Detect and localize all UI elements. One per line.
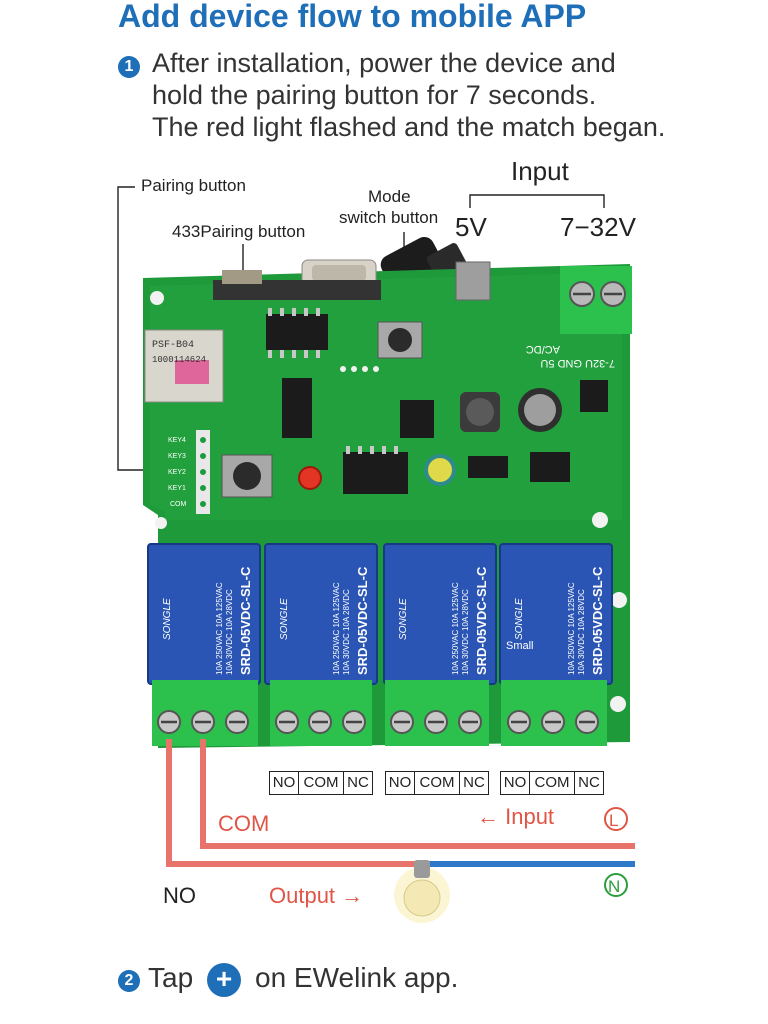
output-wire-label: Output → xyxy=(269,883,364,908)
mode-switch-button xyxy=(377,321,423,359)
pairing-433-label: 433Pairing button xyxy=(172,222,306,241)
relay-4-brand: SONGLE xyxy=(514,598,525,640)
relay-2-rating-1: 10A 250VAC 10A 125VAC xyxy=(332,582,341,675)
relay-3-rating-2: 10A 30VDC 10A 28VDC xyxy=(461,589,470,675)
terminal-3-nc: NC xyxy=(574,771,604,795)
com-silk: COM xyxy=(170,501,187,508)
terminal-1-no: NO xyxy=(269,771,299,795)
pairing-button xyxy=(221,454,273,498)
terminal-1-nc: NC xyxy=(343,771,373,795)
relay-1-model: SRD-05VDC-SL-C xyxy=(238,566,253,675)
key3-silk: KEY3 xyxy=(168,453,186,460)
step-2-text-after: on EWelink app. xyxy=(255,962,459,993)
power-silk-2: AC/DC xyxy=(526,343,560,355)
relay-3-model: SRD-05VDC-SL-C xyxy=(474,566,489,675)
mode-label-line-2: switch button xyxy=(339,208,439,227)
com-wire-label: COM xyxy=(218,811,270,836)
relay-2-rating-2: 10A 30VDC 10A 28VDC xyxy=(342,589,351,675)
terminal-3-com: COM xyxy=(529,771,575,795)
key4-silk: KEY4 xyxy=(168,437,186,444)
pairing-button-label: Pairing button xyxy=(141,176,246,195)
relay-3-brand: SONGLE xyxy=(398,598,409,640)
line-marker-label: L xyxy=(609,811,618,830)
small-label: Small xyxy=(506,640,534,652)
key2-silk: KEY2 xyxy=(168,469,186,476)
terminal-2-com: COM xyxy=(414,771,460,795)
input-5v-label: 5V xyxy=(455,212,487,242)
wiring xyxy=(166,739,635,867)
input-wire-label: ← Input xyxy=(477,804,555,829)
relay-3-rating-1: 10A 250VAC 10A 125VAC xyxy=(451,582,460,675)
mode-label-line-1: Mode xyxy=(368,187,411,206)
bulb-icon xyxy=(394,860,450,923)
step-2-badge: 2 xyxy=(118,970,140,992)
module-serial: 1000114624 xyxy=(152,355,206,365)
terminal-1-com: COM xyxy=(298,771,344,795)
add-device-plus-icon: + xyxy=(207,963,241,997)
step-1-line-3: The red light flashed and the match bega… xyxy=(152,112,666,142)
pin-header xyxy=(213,280,381,300)
relay-1-rating-1: 10A 250VAC 10A 125VAC xyxy=(215,582,224,675)
page-title: Add device flow to mobile APP xyxy=(118,0,587,34)
relay-4-model: SRD-05VDC-SL-C xyxy=(590,566,605,675)
relay-4-rating-1: 10A 250VAC 10A 125VAC xyxy=(567,582,576,675)
relays xyxy=(147,543,613,685)
com-wire xyxy=(200,739,635,849)
integrated-circuits xyxy=(266,314,608,494)
terminal-2-no: NO xyxy=(385,771,415,795)
relay-2-brand: SONGLE xyxy=(279,598,290,640)
relay-4-rating-2: 10A 30VDC 10A 28VDC xyxy=(577,589,586,675)
no-wire xyxy=(166,739,421,867)
step-1-line-1: After installation, power the device and xyxy=(152,48,616,78)
line-marker-icon xyxy=(604,807,628,831)
neutral-marker-icon xyxy=(604,873,628,897)
wifi-module xyxy=(144,329,224,403)
power-terminal-block xyxy=(560,266,632,334)
relay-1-brand: SONGLE xyxy=(162,598,173,640)
step-1-badge: 1 xyxy=(118,56,140,78)
step-1-line-2: hold the pairing button for 7 seconds. xyxy=(152,80,597,110)
step-2-text-before: Tap xyxy=(148,962,194,993)
module-label: PSF-B04 xyxy=(152,340,194,351)
input-7-32v-label: 7−32V xyxy=(560,212,636,242)
mounting-holes xyxy=(150,291,627,712)
terminal-2-nc: NC xyxy=(459,771,489,795)
power-silk-1: 7-32U GND 5U xyxy=(540,357,615,369)
no-wire-label: NO xyxy=(163,883,196,908)
key1-silk: KEY1 xyxy=(168,485,186,492)
terminal-3-no: NO xyxy=(500,771,530,795)
relay-2-model: SRD-05VDC-SL-C xyxy=(355,566,370,675)
relay-1-rating-2: 10A 30VDC 10A 28VDC xyxy=(225,589,234,675)
neutral-marker-label: N xyxy=(608,877,620,896)
input-label: Input xyxy=(511,156,569,186)
status-led xyxy=(298,466,322,490)
